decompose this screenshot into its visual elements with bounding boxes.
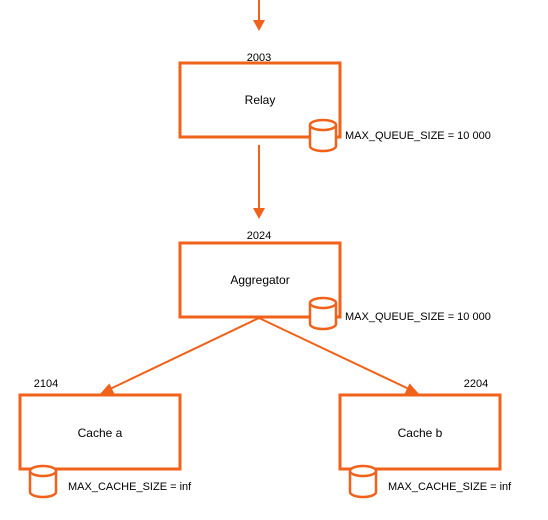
database-icon: [308, 118, 338, 153]
database-icon: [308, 296, 338, 331]
cache-a-cache-size-label: MAX_CACHE_SIZE = inf: [68, 481, 192, 493]
cache-a-label: Cache a: [78, 426, 123, 440]
cache-a-box[interactable]: [18, 393, 182, 471]
cache-b-port-label: 2204: [464, 378, 488, 390]
cache-a-port-label: 2104: [34, 378, 58, 390]
relay-queue-size-label: MAX_QUEUE_SIZE = 10 000: [345, 130, 491, 142]
cache-b-label: Cache b: [398, 426, 443, 440]
incoming-arrow: [253, 0, 265, 31]
cache-a-node[interactable]: 2104 Cache a MAX_CACHE_SIZE = inf: [18, 378, 192, 499]
aggregator-label: Aggregator: [230, 273, 289, 287]
cache-b-box[interactable]: [338, 393, 502, 471]
relay-port-label: 2003: [247, 52, 271, 64]
aggregator-queue-size-label: MAX_QUEUE_SIZE = 10 000: [345, 311, 491, 323]
database-icon: [28, 464, 58, 499]
relay-node[interactable]: 2003 Relay MAX_QUEUE_SIZE = 10 000: [178, 52, 491, 153]
cache-b-node[interactable]: 2204 Cache b MAX_CACHE_SIZE = inf: [338, 378, 512, 499]
aggregator-node[interactable]: 2024 Aggregator MAX_QUEUE_SIZE = 10 000: [178, 230, 491, 331]
database-icon: [348, 464, 378, 499]
aggregator-to-cache-a-arrow: [100, 317, 260, 395]
cache-b-cache-size-label: MAX_CACHE_SIZE = inf: [388, 481, 512, 493]
relay-to-aggregator-arrow: [253, 145, 265, 219]
aggregator-to-cache-b-arrow: [258, 317, 419, 395]
relay-label: Relay: [245, 93, 276, 107]
aggregator-port-label: 2024: [247, 230, 271, 242]
